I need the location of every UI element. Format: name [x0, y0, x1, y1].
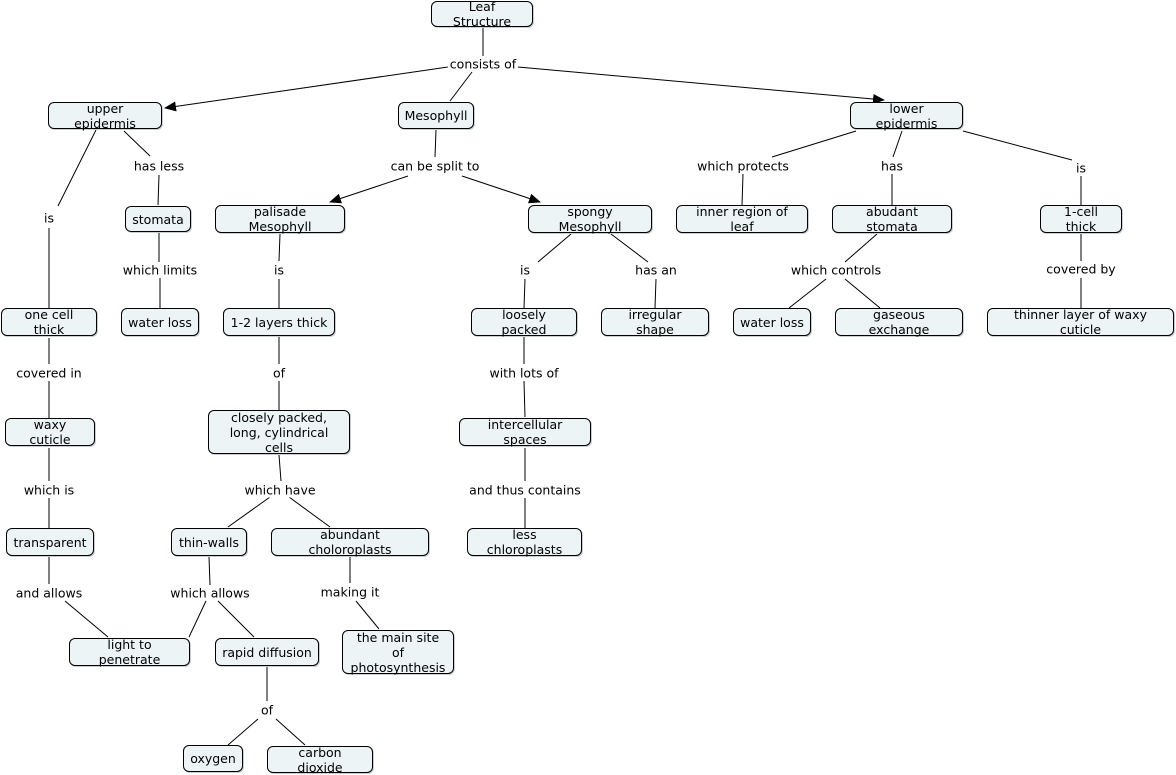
node-abundant-chloroplasts[interactable]: abundant choloroplasts — [271, 527, 429, 557]
node-leaf-structure[interactable]: Leaf Structure — [431, 0, 533, 29]
link-covered-in: covered in — [14, 365, 84, 381]
node-water-loss-lower[interactable]: water loss — [733, 308, 811, 336]
link-of-diffusion: of — [258, 702, 276, 718]
node-less-chloroplasts[interactable]: less chloroplasts — [467, 527, 582, 557]
link-which-allows: which allows — [168, 585, 252, 601]
link-is-spongy: is — [518, 262, 532, 278]
node-1-cell-thick[interactable]: 1-cell thick — [1040, 204, 1122, 234]
node-gaseous-exchange[interactable]: gaseous exchange — [835, 307, 963, 337]
node-palisade-mesophyll[interactable]: palisade Mesophyll — [215, 204, 345, 234]
link-which-controls: which controls — [788, 262, 884, 278]
node-transparent[interactable]: transparent — [6, 528, 94, 556]
node-oxygen[interactable]: oxygen — [183, 745, 243, 772]
node-lower-epidermis[interactable]: lower epidermis — [850, 101, 963, 131]
node-inner-region[interactable]: inner region of leaf — [676, 204, 808, 234]
node-abundant-stomata[interactable]: abudant stomata — [832, 204, 952, 234]
node-thin-walls[interactable]: thin-walls — [171, 528, 247, 556]
link-with-lots-of: with lots of — [487, 365, 561, 381]
node-mesophyll[interactable]: Mesophyll — [398, 102, 474, 129]
node-closely-packed-cells[interactable]: closely packed, long, cylindrical cells — [208, 410, 350, 455]
link-which-protects: which protects — [695, 158, 791, 174]
node-main-site-photosynthesis[interactable]: the main site of photosynthesis — [342, 630, 454, 675]
link-consists-of: consists of — [447, 56, 519, 72]
node-carbon-dioxide[interactable]: carbon dioxide — [267, 745, 373, 775]
node-water-loss-upper[interactable]: water loss — [121, 308, 199, 336]
link-has-less: has less — [131, 158, 187, 174]
node-irregular-shape[interactable]: irregular shape — [601, 307, 709, 337]
node-light-to-penetrate[interactable]: light to penetrate — [69, 637, 190, 667]
link-of-layers: of — [270, 365, 288, 381]
link-has: has — [878, 158, 906, 174]
link-covered-by: covered by — [1044, 261, 1118, 277]
link-is-upper: is — [42, 210, 56, 226]
node-1-2-layers-thick[interactable]: 1-2 layers thick — [223, 308, 335, 336]
node-upper-epidermis[interactable]: upper epidermis — [48, 101, 162, 131]
link-and-allows: and allows — [13, 585, 85, 601]
link-has-an: has an — [633, 262, 679, 278]
link-is-lower: is — [1074, 160, 1088, 176]
link-which-have: which have — [242, 482, 318, 498]
node-stomata[interactable]: stomata — [125, 206, 191, 232]
link-is-palisade: is — [272, 262, 286, 278]
link-which-is: which is — [21, 482, 77, 498]
link-making-it: making it — [318, 584, 382, 600]
node-one-cell-thick[interactable]: one cell thick — [1, 307, 97, 337]
node-intercellular-spaces[interactable]: intercellular spaces — [459, 417, 591, 447]
node-waxy-cuticle[interactable]: waxy cuticle — [5, 417, 95, 447]
node-loosely-packed[interactable]: loosely packed — [471, 307, 577, 337]
node-spongy-mesophyll[interactable]: spongy Mesophyll — [528, 204, 652, 234]
node-rapid-diffusion[interactable]: rapid diffusion — [215, 638, 319, 666]
node-thinner-waxy-cuticle[interactable]: thinner layer of waxy cuticle — [987, 307, 1174, 337]
link-which-limits: which limits — [120, 262, 200, 278]
link-and-thus-contains: and thus contains — [467, 482, 583, 498]
link-can-be-split-to: can be split to — [388, 158, 482, 174]
